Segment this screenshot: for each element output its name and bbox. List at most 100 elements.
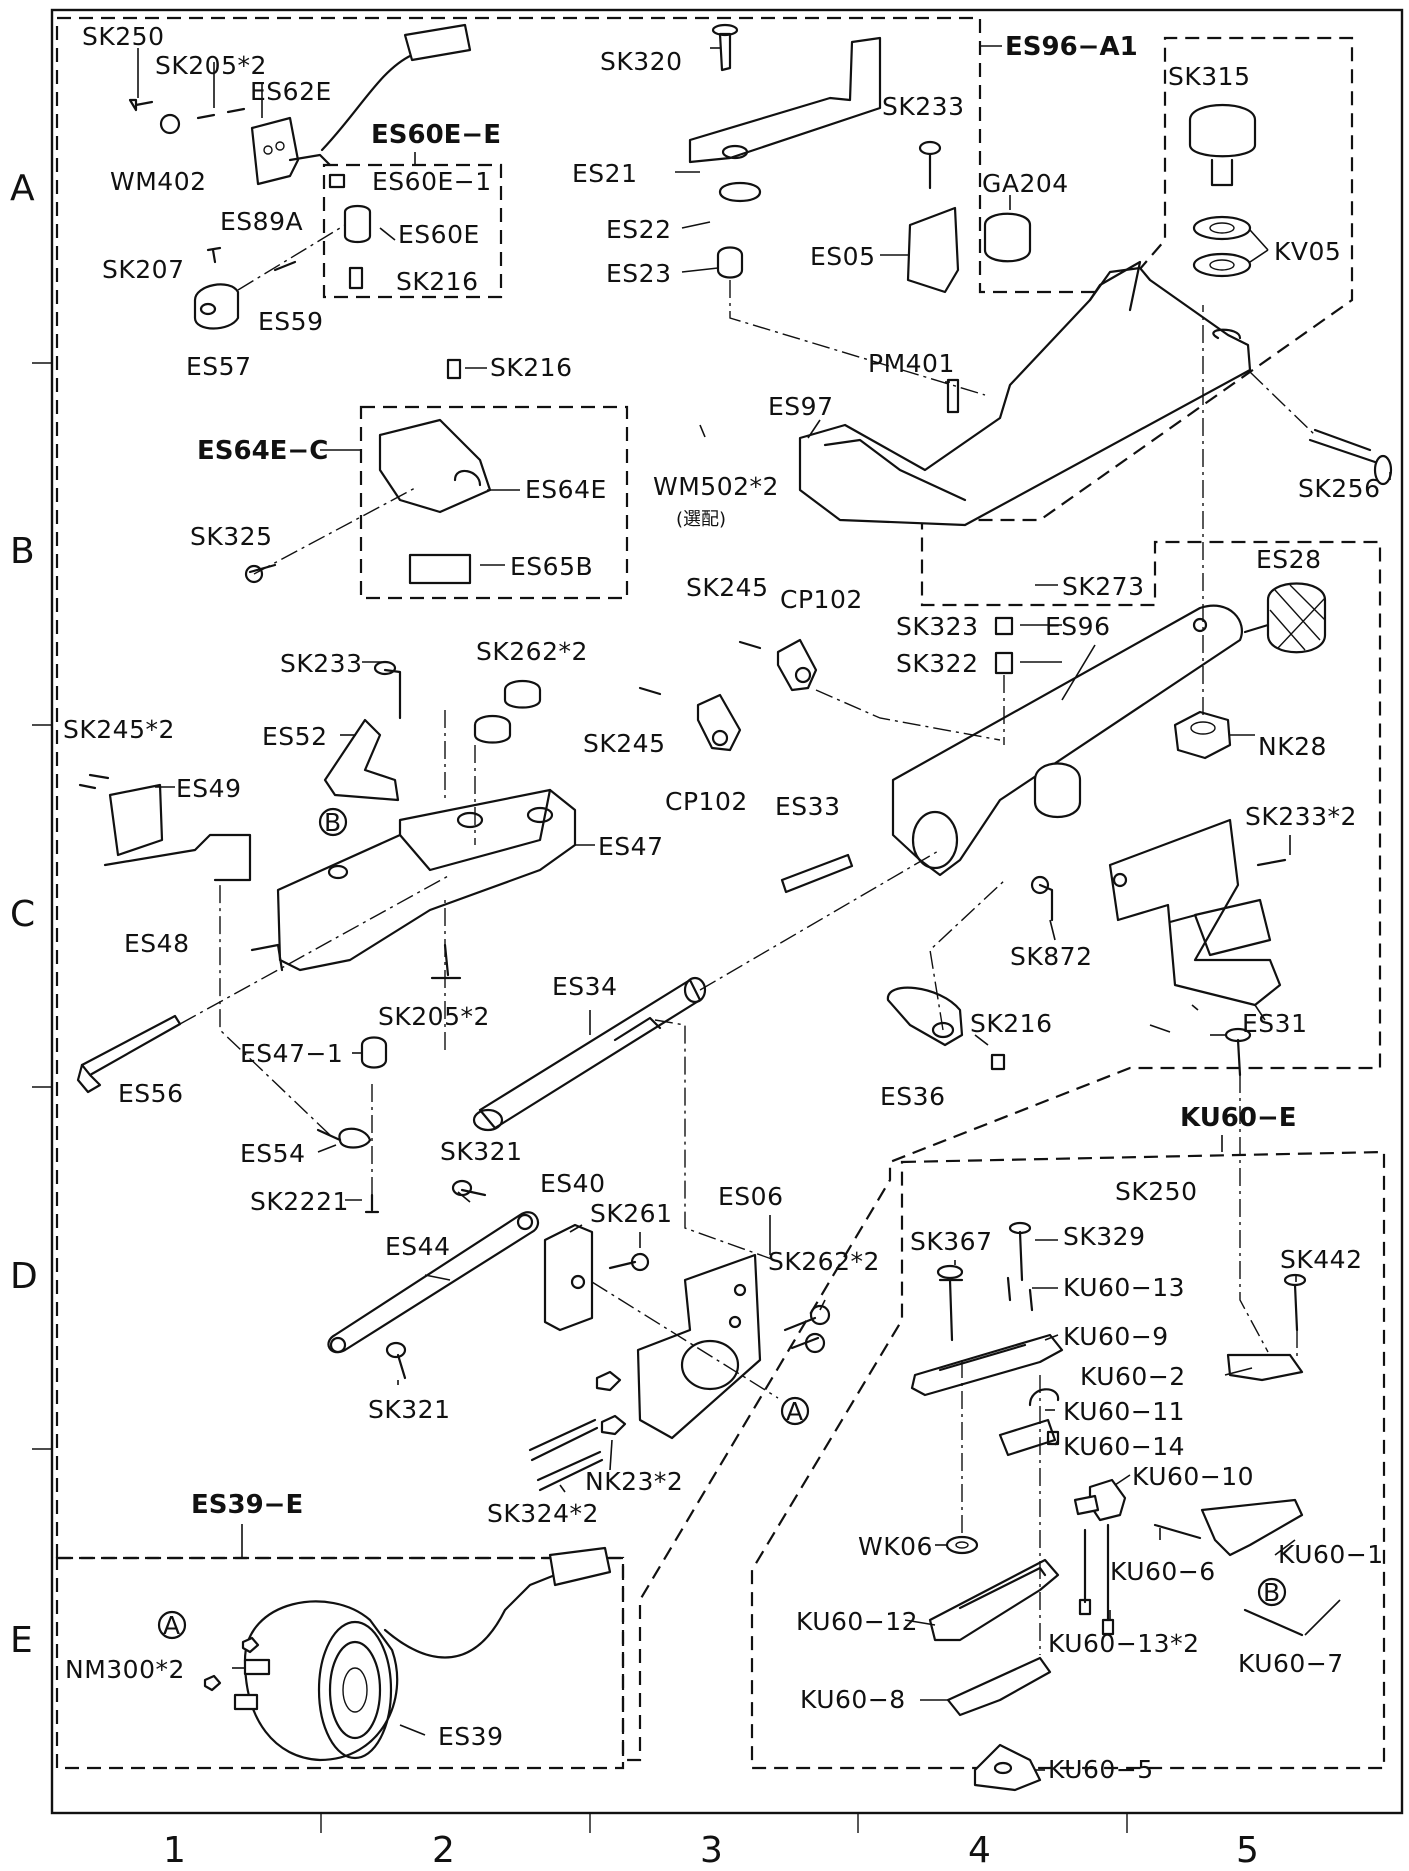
callout-sk233-top: SK233: [882, 92, 964, 121]
callout-sk872: SK872: [1010, 942, 1092, 971]
callout-es60e: ES60E: [398, 220, 480, 249]
callout-sk273: SK273: [1062, 572, 1144, 601]
callout-sk233x2: SK233*2: [1245, 802, 1357, 831]
callout-es40: ES40: [540, 1169, 605, 1198]
callout-es47: ES47: [598, 832, 663, 861]
parts-drawings: [76, 23, 1393, 1792]
callout-sk250-ku60: SK250: [1115, 1177, 1197, 1206]
callout-sk321-upper: SK321: [440, 1137, 522, 1166]
callout-sk323: SK323: [896, 612, 978, 641]
callout-es59: ES59: [258, 307, 323, 336]
group-label-es64e-c: ES64E−C: [197, 436, 328, 466]
row-label-a: A: [10, 168, 35, 209]
callout-sk205x2-lower: SK205*2: [378, 1002, 490, 1031]
callout-es56: ES56: [118, 1079, 183, 1108]
callout-ku60-10: KU60−10: [1132, 1462, 1254, 1491]
callout-sk256: SK256: [1298, 474, 1380, 503]
callout-sk245x2: SK245*2: [63, 715, 175, 744]
es39-e-boundary: [55, 1556, 625, 1770]
callout-sk262x2-lower: SK262*2: [768, 1247, 880, 1276]
callout-sk367: SK367: [910, 1227, 992, 1256]
callout-es39: ES39: [438, 1722, 503, 1751]
leader-lines: [137, 47, 1391, 1771]
callout-es89a: ES89A: [220, 207, 303, 236]
callout-ku60-12: KU60−12: [796, 1607, 918, 1636]
callout-sk233-es52: SK233: [280, 649, 362, 678]
callout-es31: ES31: [1242, 1009, 1307, 1038]
callout-es33: ES33: [775, 792, 840, 821]
callout-ga204: GA204: [982, 169, 1069, 198]
callout-pm401: PM401: [868, 349, 955, 378]
assembly-boundaries: [55, 16, 1386, 1770]
callout-nk23x2: NK23*2: [585, 1467, 683, 1496]
callout-sk245-upper: SK245: [686, 573, 768, 602]
callout-es60e-1: ES60E−1: [372, 167, 492, 196]
column-label-2: 2: [432, 1830, 455, 1871]
row-label-b: B: [10, 531, 35, 572]
callout-sk216-top: SK216: [396, 267, 478, 296]
callout-cp102-lower: CP102: [665, 787, 748, 816]
column-label-5: 5: [1236, 1830, 1259, 1871]
callout-wm502x2: WM502*2: [653, 472, 779, 501]
part-callouts: SK250 SK205*2 ES62E WM402 ES89A ES60E−1 …: [63, 22, 1384, 1784]
ref-a-es06: A: [786, 1397, 804, 1426]
row-label-d: D: [10, 1256, 38, 1297]
callout-es52: ES52: [262, 722, 327, 751]
es64e-c-boundary: [359, 405, 629, 600]
callout-sk324x2: SK324*2: [487, 1499, 599, 1528]
callout-es06: ES06: [718, 1182, 783, 1211]
callout-es22: ES22: [606, 215, 671, 244]
callout-ku60-11: KU60−11: [1063, 1397, 1185, 1426]
callout-ku60-13x2: KU60−13*2: [1048, 1629, 1200, 1658]
callout-es48: ES48: [124, 929, 189, 958]
es96-a1-boundary: [55, 16, 1382, 1762]
callout-sk315: SK315: [1168, 62, 1250, 91]
callout-es97: ES97: [768, 392, 833, 421]
ref-b-ku60: B: [1263, 1578, 1281, 1607]
callout-nm300x2: NM300*2: [65, 1655, 185, 1684]
callout-es57: ES57: [186, 352, 251, 381]
group-label-ku60-e: KU60−E: [1180, 1103, 1297, 1133]
callout-nk28: NK28: [1258, 732, 1327, 761]
callout-sk329: SK329: [1063, 1222, 1145, 1251]
callout-sk205x2-top: SK205*2: [155, 51, 267, 80]
callout-sk245-lower: SK245: [583, 729, 665, 758]
callout-ku60-13-top: KU60−13: [1063, 1273, 1185, 1302]
ref-a-motor: A: [163, 1611, 181, 1640]
callout-wk06: WK06: [858, 1532, 933, 1561]
callout-sk325: SK325: [190, 522, 272, 551]
callout-es54: ES54: [240, 1139, 305, 1168]
callout-sk2221: SK2221: [250, 1187, 349, 1216]
callout-es44: ES44: [385, 1232, 450, 1261]
callout-sk442: SK442: [1280, 1245, 1362, 1274]
group-label-es96-a1: ES96−A1: [1005, 32, 1138, 62]
callout-es62e: ES62E: [250, 77, 332, 106]
callout-ku60-8: KU60−8: [800, 1685, 906, 1714]
row-labels: A B C D E: [10, 168, 38, 1661]
callout-sk322: SK322: [896, 649, 978, 678]
page-frame: [32, 8, 1404, 1833]
es60e-e-boundary: [322, 163, 503, 299]
ref-b-upper: B: [324, 808, 342, 837]
callout-sk216-es36: SK216: [970, 1009, 1052, 1038]
callout-sk320: SK320: [600, 47, 682, 76]
reference-markers: B A A B: [157, 807, 1287, 1640]
callout-ku60-5: KU60−5: [1048, 1755, 1154, 1784]
callout-sk262x2-upper: SK262*2: [476, 637, 588, 666]
callout-ku60-9: KU60−9: [1063, 1322, 1169, 1351]
callout-es21: ES21: [572, 159, 637, 188]
callout-sk207: SK207: [102, 255, 184, 284]
callout-ku60-2: KU60−2: [1080, 1362, 1186, 1391]
callout-cp102-upper: CP102: [780, 585, 863, 614]
callout-ku60-7: KU60−7: [1238, 1649, 1344, 1678]
callout-es36: ES36: [880, 1082, 945, 1111]
callout-ku60-6: KU60−6: [1110, 1557, 1216, 1586]
callout-sk250-top: SK250: [82, 22, 164, 51]
callout-ku60-14: KU60−14: [1063, 1432, 1185, 1461]
row-label-c: C: [10, 894, 35, 935]
callout-ku60-1: KU60−1: [1278, 1540, 1384, 1569]
group-label-es60e-e: ES60E−E: [371, 120, 501, 150]
row-label-e: E: [10, 1620, 33, 1661]
group-label-es39-e: ES39−E: [191, 1490, 303, 1520]
